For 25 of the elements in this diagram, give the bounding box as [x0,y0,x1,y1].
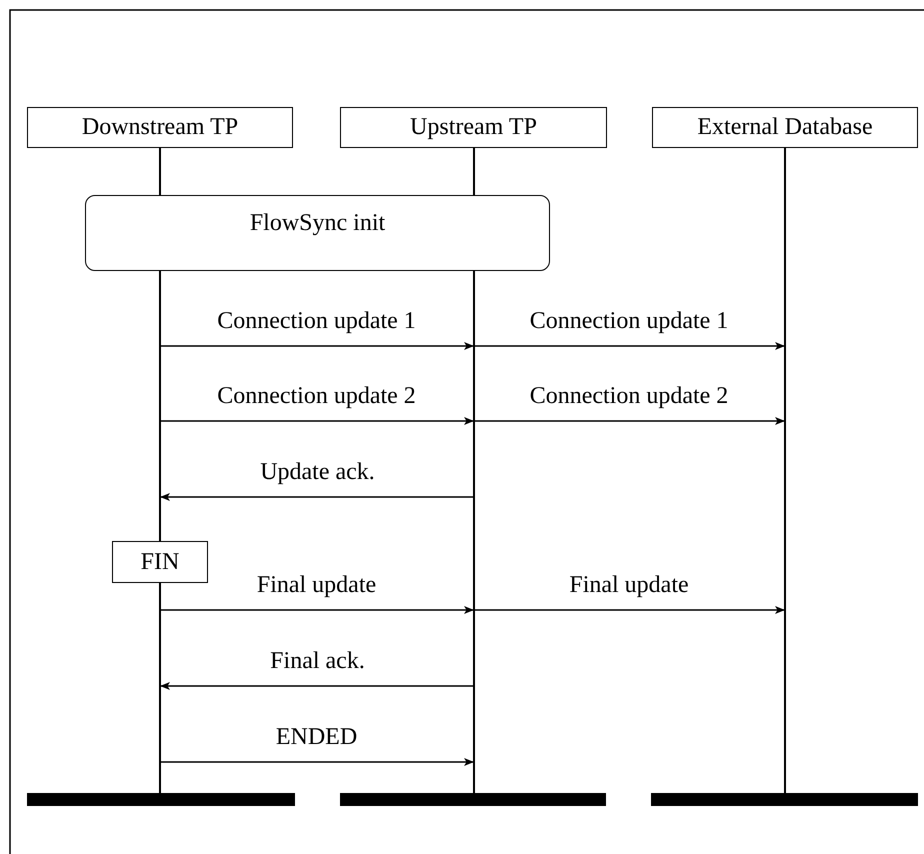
end-bar [651,793,918,806]
message-arrow [159,758,474,766]
message-arrow [473,342,785,350]
message-arrow [160,682,475,690]
message-arrow [473,606,785,614]
participant-box: Upstream TP [340,107,607,148]
message-arrow [159,417,474,425]
message-arrow [159,606,474,614]
participant-box: External Database [652,107,918,148]
message-arrow [473,417,785,425]
message-arrow [160,493,475,501]
phase-box: FlowSync init [85,195,550,271]
edge-label: Connection update 1 [217,308,416,334]
edge-label: ENDED [276,724,358,750]
end-bar [340,793,606,806]
edge-label: Update ack. [260,459,375,486]
end-bar [27,793,295,806]
participant-box: Downstream TP [27,107,293,148]
message-arrow [159,342,474,350]
edge-label: Connection update 2 [530,383,728,410]
edge-label: Final ack. [270,648,365,674]
edge-label: Final update [256,572,376,598]
edge-label: Connection update 2 [217,383,416,410]
edge-label: Connection update 1 [530,308,728,334]
edge-label: Final update [569,572,689,598]
